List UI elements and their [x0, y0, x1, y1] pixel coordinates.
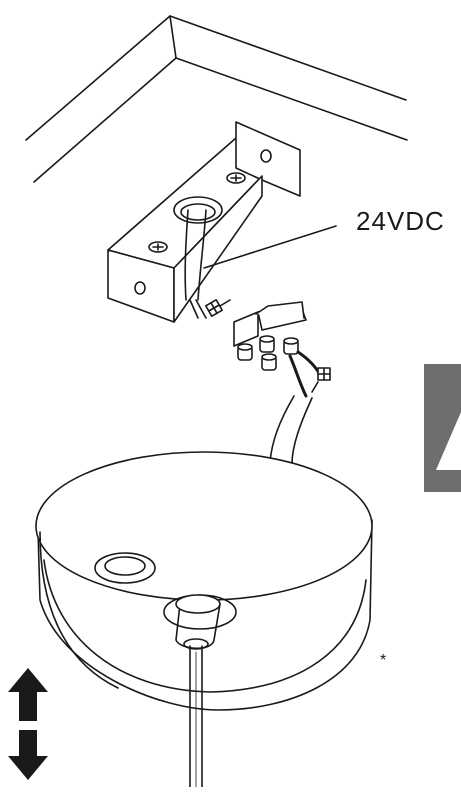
note-marker: *	[380, 652, 387, 669]
canopy-wires	[288, 350, 331, 398]
voltage-leader-line	[203, 225, 337, 269]
screw-icon	[226, 172, 246, 184]
wire-connector	[205, 299, 231, 317]
ceiling-canopy	[35, 451, 373, 711]
supply-cable	[184, 209, 207, 319]
warning-panel	[424, 364, 461, 492]
canopy-cable	[269, 395, 313, 465]
pendant-cord	[189, 645, 203, 788]
ceiling-outline	[25, 15, 408, 183]
screw-icon	[148, 241, 168, 253]
up-down-arrow-icon	[8, 668, 48, 780]
warning-triangle-icon	[436, 412, 461, 470]
voltage-label: 24VDC	[356, 206, 445, 236]
terminal-block	[233, 301, 307, 371]
cable-grommet	[173, 196, 223, 224]
